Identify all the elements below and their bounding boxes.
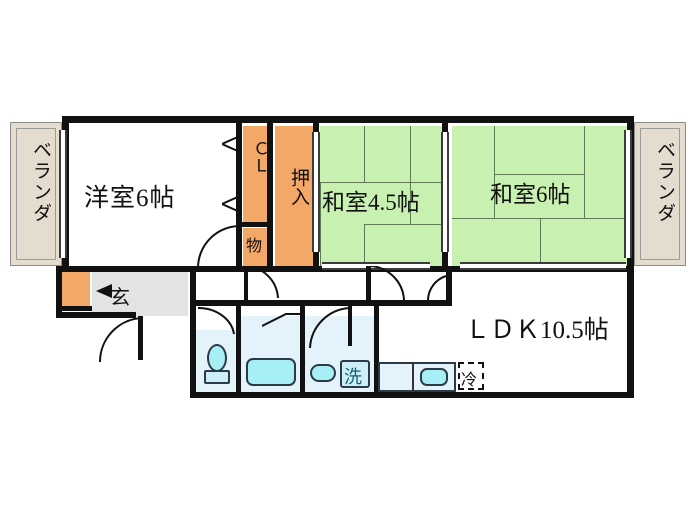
door-ldk[interactable] [408,272,448,302]
closet-cl-open-arrow-bottom [222,196,241,212]
wall-genkan-shoe-edge [62,306,92,311]
closet-cl-open-arrow-top [222,136,241,152]
balcony-left-label: ベランダ [30,140,51,224]
door-western-room[interactable] [196,224,242,270]
tatami1-seam-d [364,182,442,183]
kitchen-counter-divider [412,362,414,392]
window-western-balcony[interactable] [59,130,67,258]
toilet-bowl-icon [207,344,227,372]
wall-top [62,116,634,123]
tatami2-seam-c [584,126,585,218]
balcony-right-label: ベランダ [654,140,675,224]
tatami2-seam-d [452,218,634,219]
closet-cl [243,126,267,226]
wall-ldk-bottom [452,392,634,398]
tatami2-seam-b [494,174,584,175]
washbasin-icon [310,364,336,382]
wall-kitchen-bottom [374,392,458,398]
door-washroom[interactable] [306,306,354,350]
wall-western-right [236,116,242,272]
western-room-label: 洋室6帖 [84,185,176,212]
tatami1-seam-g [410,126,411,224]
ldk-label: ＬＤＫ10.5帖 [465,317,609,344]
closet-cl-label: ＣＬ [250,140,269,174]
wall-genkan-bottom [56,312,136,318]
window-tatami2-balcony[interactable] [624,130,632,258]
tatami1-seam-a [320,182,364,183]
balcony-left-inner-line [16,128,56,260]
refrigerator-label: 冷 [461,372,478,389]
tatami1-seam-e [364,224,365,266]
tatami1-seam-f [364,224,442,225]
balcony-left [10,122,62,266]
tatami2-seam-a [494,126,495,218]
mono-storage-label: 物 [246,238,263,255]
fusuma-between-tatami[interactable] [441,132,449,252]
shoe-closet [62,268,90,310]
oshiire [275,126,313,266]
balcony-right-inner-line [640,128,680,260]
door-mono-storage[interactable] [244,266,280,302]
wall-hall-top [190,300,452,306]
wall-hall-left [190,266,196,306]
tatami-room-2 [452,126,634,266]
door-entrance[interactable] [96,316,144,364]
door-bathroom[interactable] [262,312,302,330]
kitchen-counter [378,362,456,392]
bathtub-icon [246,358,296,386]
wall-lower-left [190,306,196,398]
genkan-step-arrow [96,284,112,298]
wall-genkan-left [56,266,62,318]
tatami-room-2-label: 和室6帖 [490,182,571,207]
tatami-room-1-label: 和室4.5帖 [322,190,420,215]
refrigerator-icon [458,362,484,390]
wall-ldk-right [627,266,634,398]
washer-icon [340,360,370,388]
door-tatami1[interactable] [366,266,406,304]
washer-label: 洗 [344,367,362,387]
oshiire-label: 押入 [288,168,309,206]
wall-cl-mono-divider [240,222,270,227]
wall-toilet-right [236,306,241,398]
wall-washroom-right [374,306,379,398]
kitchen-sink-icon [420,368,448,386]
fusuma-oshiire[interactable] [312,132,320,252]
tatami-room-1 [320,126,442,266]
toilet-tank-icon [204,370,230,384]
wall-genkan-top [56,266,192,272]
tatami1-seam-b [364,126,365,182]
mono-storage [243,228,267,266]
balcony-right [634,122,686,266]
sliding-door-tatami2-ldk[interactable] [460,262,626,270]
tatami1-seam-c [320,182,321,266]
wall-bath-right [300,306,305,398]
door-toilet[interactable] [196,306,236,336]
western-room [62,122,240,266]
tatami2-seam-e [540,218,541,266]
genkan-label: 玄 [110,287,130,309]
wall-closet-right [267,116,273,272]
wall-ldk-left [446,272,452,302]
wall-lower-bottom [190,392,458,398]
